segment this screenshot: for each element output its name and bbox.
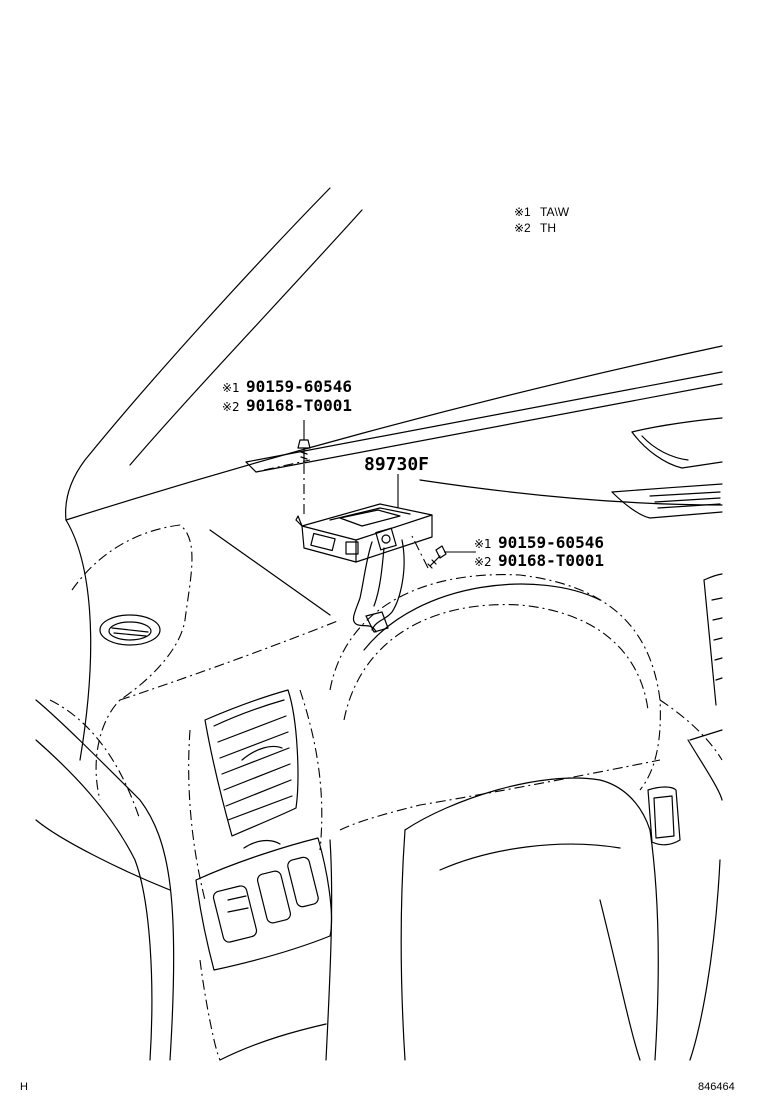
callout-top-2-part: 90168-T0001 <box>246 396 352 415</box>
bolt-top <box>297 420 311 518</box>
lower-dash <box>219 1023 327 1061</box>
round-vent-left <box>99 614 161 646</box>
callout-top-2-marker: ※2 <box>222 400 240 414</box>
legend-2-text: TH <box>540 221 556 235</box>
windshield-pillar <box>65 187 363 521</box>
legend-1-marker: ※1 <box>514 205 531 219</box>
meter-hood <box>325 574 723 1061</box>
callout-top-1-part: 90159-60546 <box>246 377 352 396</box>
footer-left-code: H <box>20 1081 28 1093</box>
control-module-89730F <box>295 503 433 633</box>
callout-right-2-part: 90168-T0001 <box>498 551 604 570</box>
legend-1-text: TA\W <box>540 205 570 219</box>
callout-module-part: 89730F <box>364 454 429 475</box>
left-panel <box>35 524 341 1061</box>
callout-top-1-marker: ※1 <box>222 381 240 395</box>
callout-right-1-part: 90159-60546 <box>498 533 604 552</box>
callout-bolt-top: ※1 90159-60546 ※2 90168-T0001 <box>222 377 352 415</box>
legend: ※1 TA\W ※2 TH <box>514 205 570 235</box>
center-vent <box>188 689 323 901</box>
footer-right-code: 846464 <box>698 1081 735 1093</box>
callout-bolt-right: ※1 90159-60546 ※2 90168-T0001 <box>474 533 604 570</box>
defroster-vent <box>631 417 723 469</box>
right-lower-switch <box>599 739 723 1061</box>
dashboard-top <box>65 345 723 761</box>
side-vent-right <box>611 483 723 706</box>
callout-right-2-marker: ※2 <box>474 555 492 569</box>
bolt-right <box>411 535 476 569</box>
switch-cluster <box>195 837 333 1061</box>
callout-right-1-marker: ※1 <box>474 537 492 551</box>
legend-2-marker: ※2 <box>514 221 531 235</box>
